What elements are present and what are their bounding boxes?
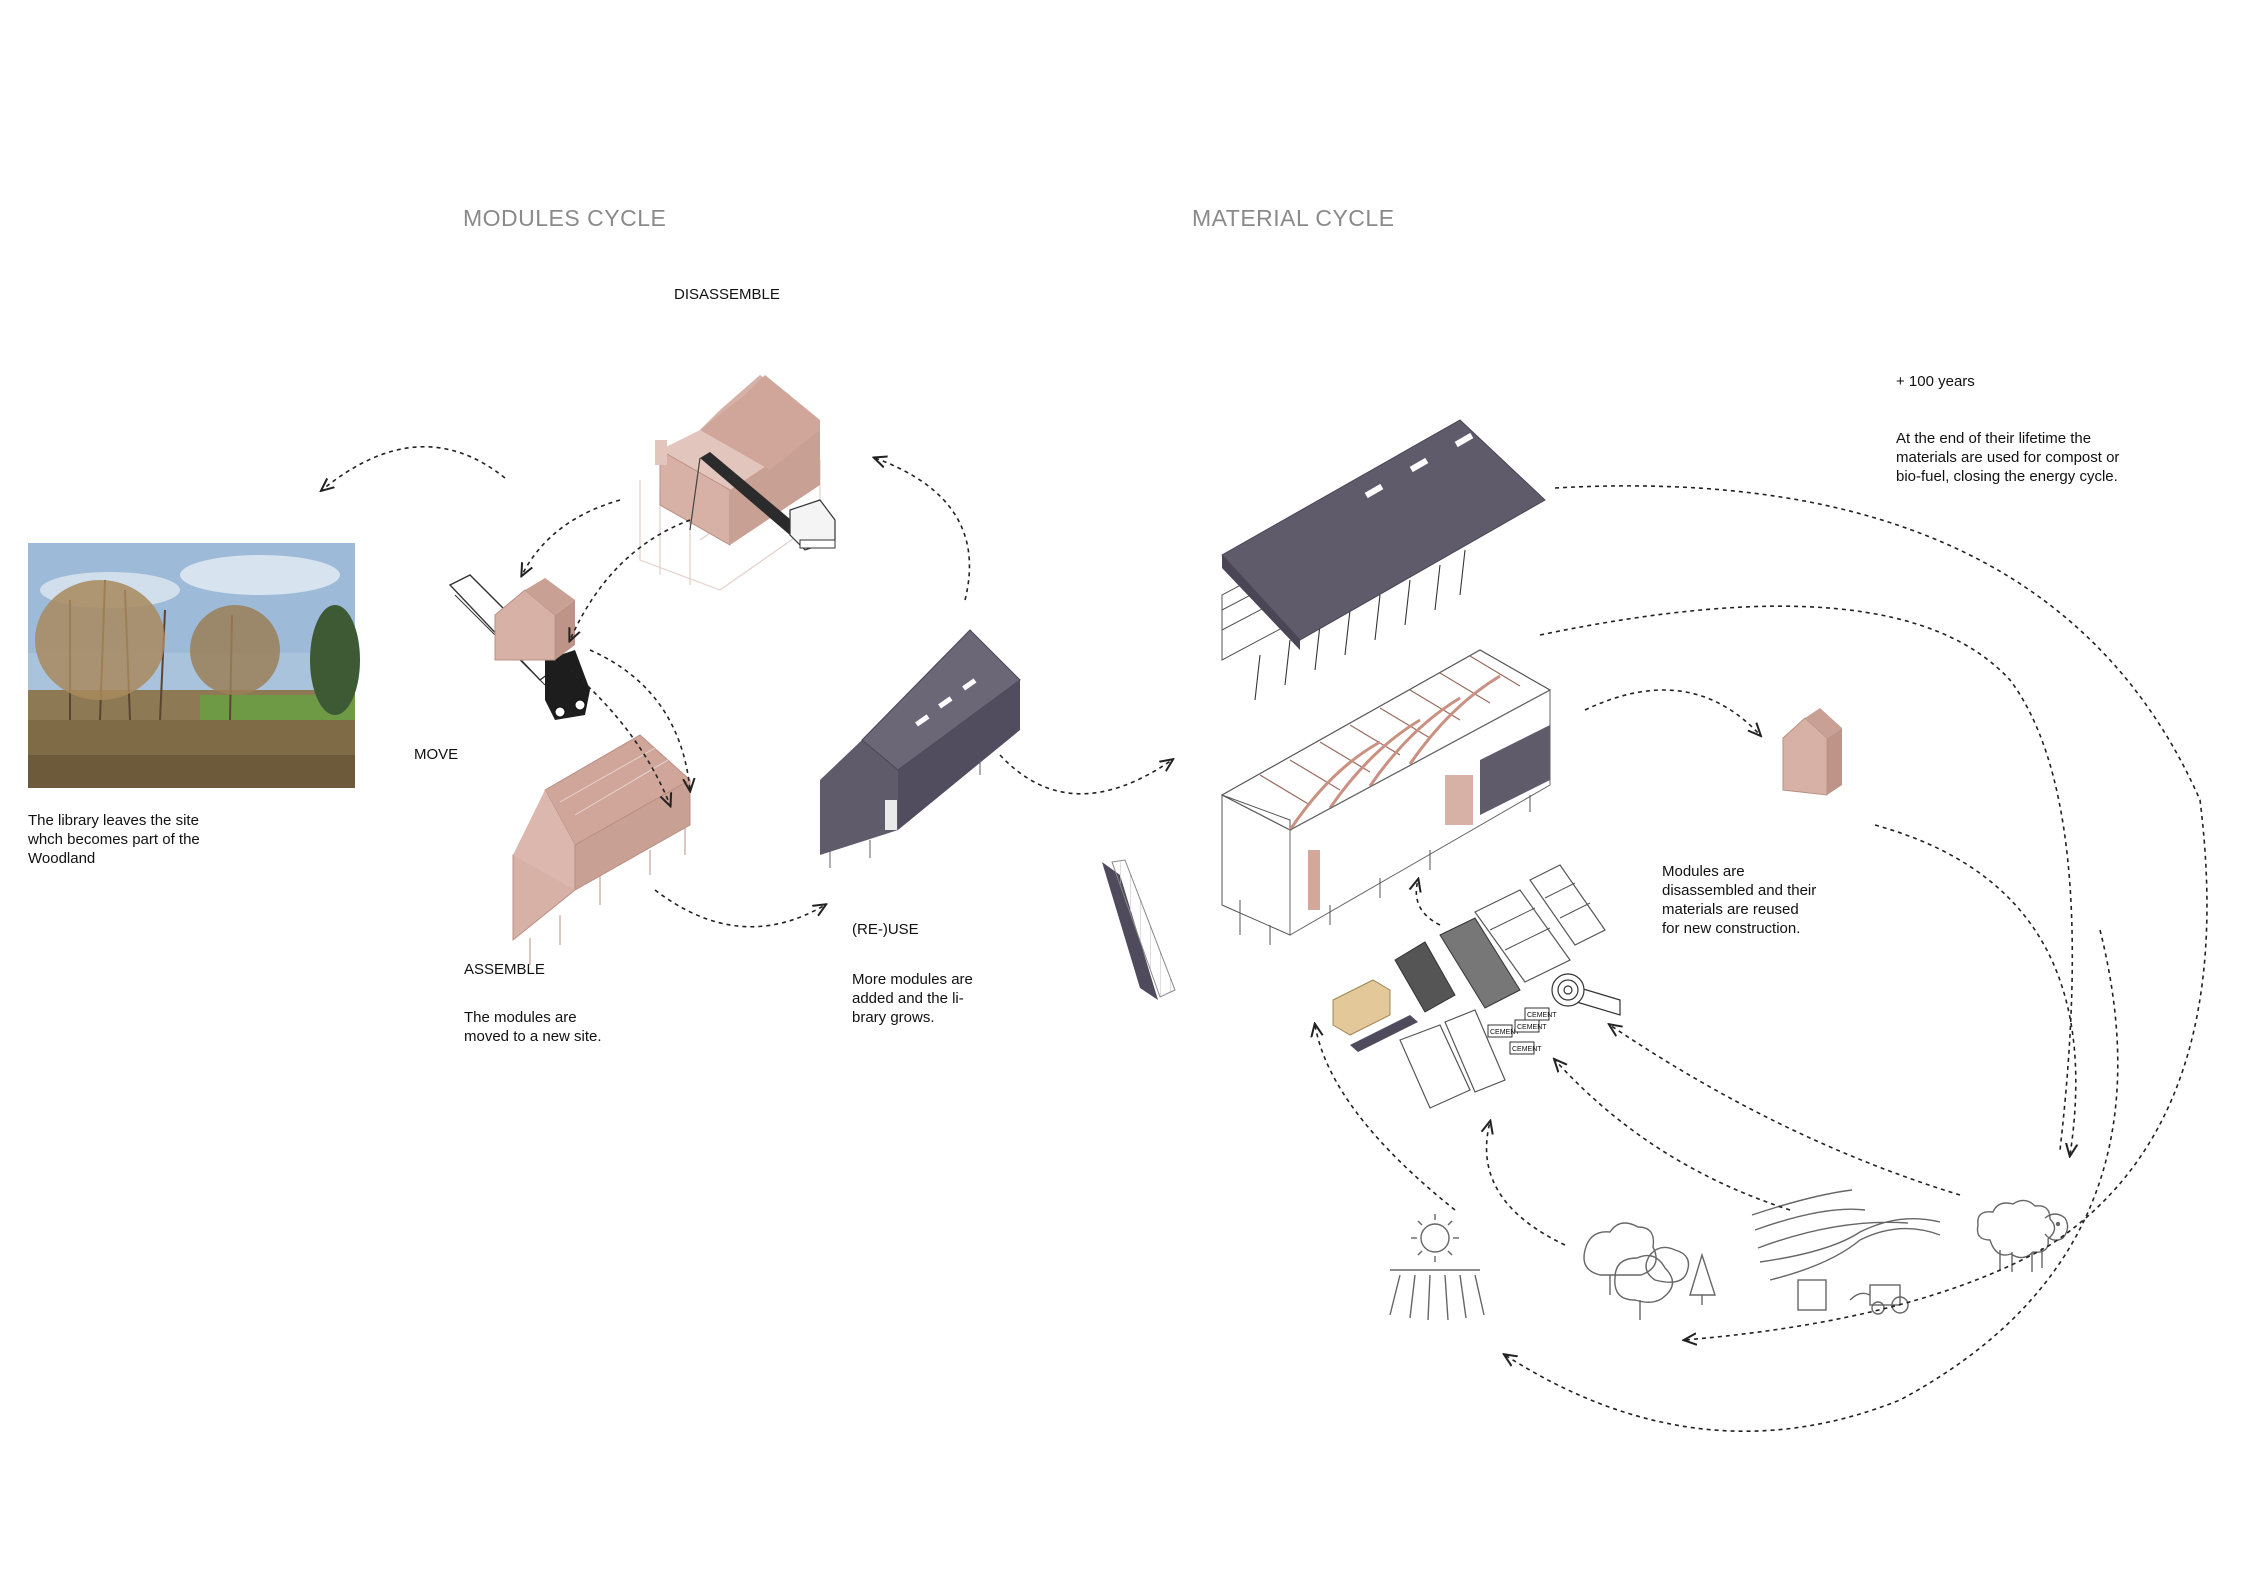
field-tractor-icon <box>1751 1189 1941 1315</box>
crane-icon <box>689 452 836 551</box>
insulation-roll-icon <box>1551 973 1621 1016</box>
cement-tag: CEMENT <box>1490 1029 1520 1036</box>
modules-reused-description: Modules are disassembled and their mater… <box>1662 863 1817 937</box>
sheep-icon <box>1976 1199 2069 1272</box>
cement-tag: CEMENT <box>1527 1012 1557 1019</box>
cement-tag: CEMENT <box>1517 1024 1547 1031</box>
materials-pile <box>1332 864 1606 1109</box>
move-label: MOVE <box>414 746 459 763</box>
disassemble-label: DISASSEMBLE <box>674 286 780 303</box>
exploded-frame <box>1220 649 1552 945</box>
sun-field-icon <box>1389 1214 1485 1321</box>
material-cycle-heading: MATERIAL CYCLE <box>1192 205 1395 231</box>
exploded-wall-panel <box>1102 859 1176 1000</box>
modules-cycle-heading: MODULES CYCLE <box>463 205 667 231</box>
trees-icon <box>1583 1222 1716 1320</box>
lifetime-description: At the end of their lifetime the materia… <box>1896 430 2120 485</box>
move-module <box>494 578 575 661</box>
assemble-module <box>512 734 691 965</box>
reuse-description: More modules are added and the li- brary… <box>852 971 973 1026</box>
cement-tag: CEMENT <box>1512 1046 1542 1053</box>
cement-bags: CEMENT CEMENT CEMENT CEMENT <box>1487 1007 1557 1055</box>
reuse-module <box>820 629 1021 868</box>
assemble-label: ASSEMBLE <box>464 961 545 978</box>
small-pink-module <box>1782 708 1842 796</box>
reuse-label: (RE-)USE <box>852 921 919 938</box>
assemble-description: The modules are moved to a new site. <box>464 1009 602 1045</box>
exploded-roof <box>1221 407 1546 701</box>
site-description: The library leaves the site whch becomes… <box>28 812 200 867</box>
cycle-arrows <box>322 445 2208 1433</box>
lifetime-title: + 100 years <box>1896 373 1975 390</box>
site-photo <box>28 543 360 788</box>
